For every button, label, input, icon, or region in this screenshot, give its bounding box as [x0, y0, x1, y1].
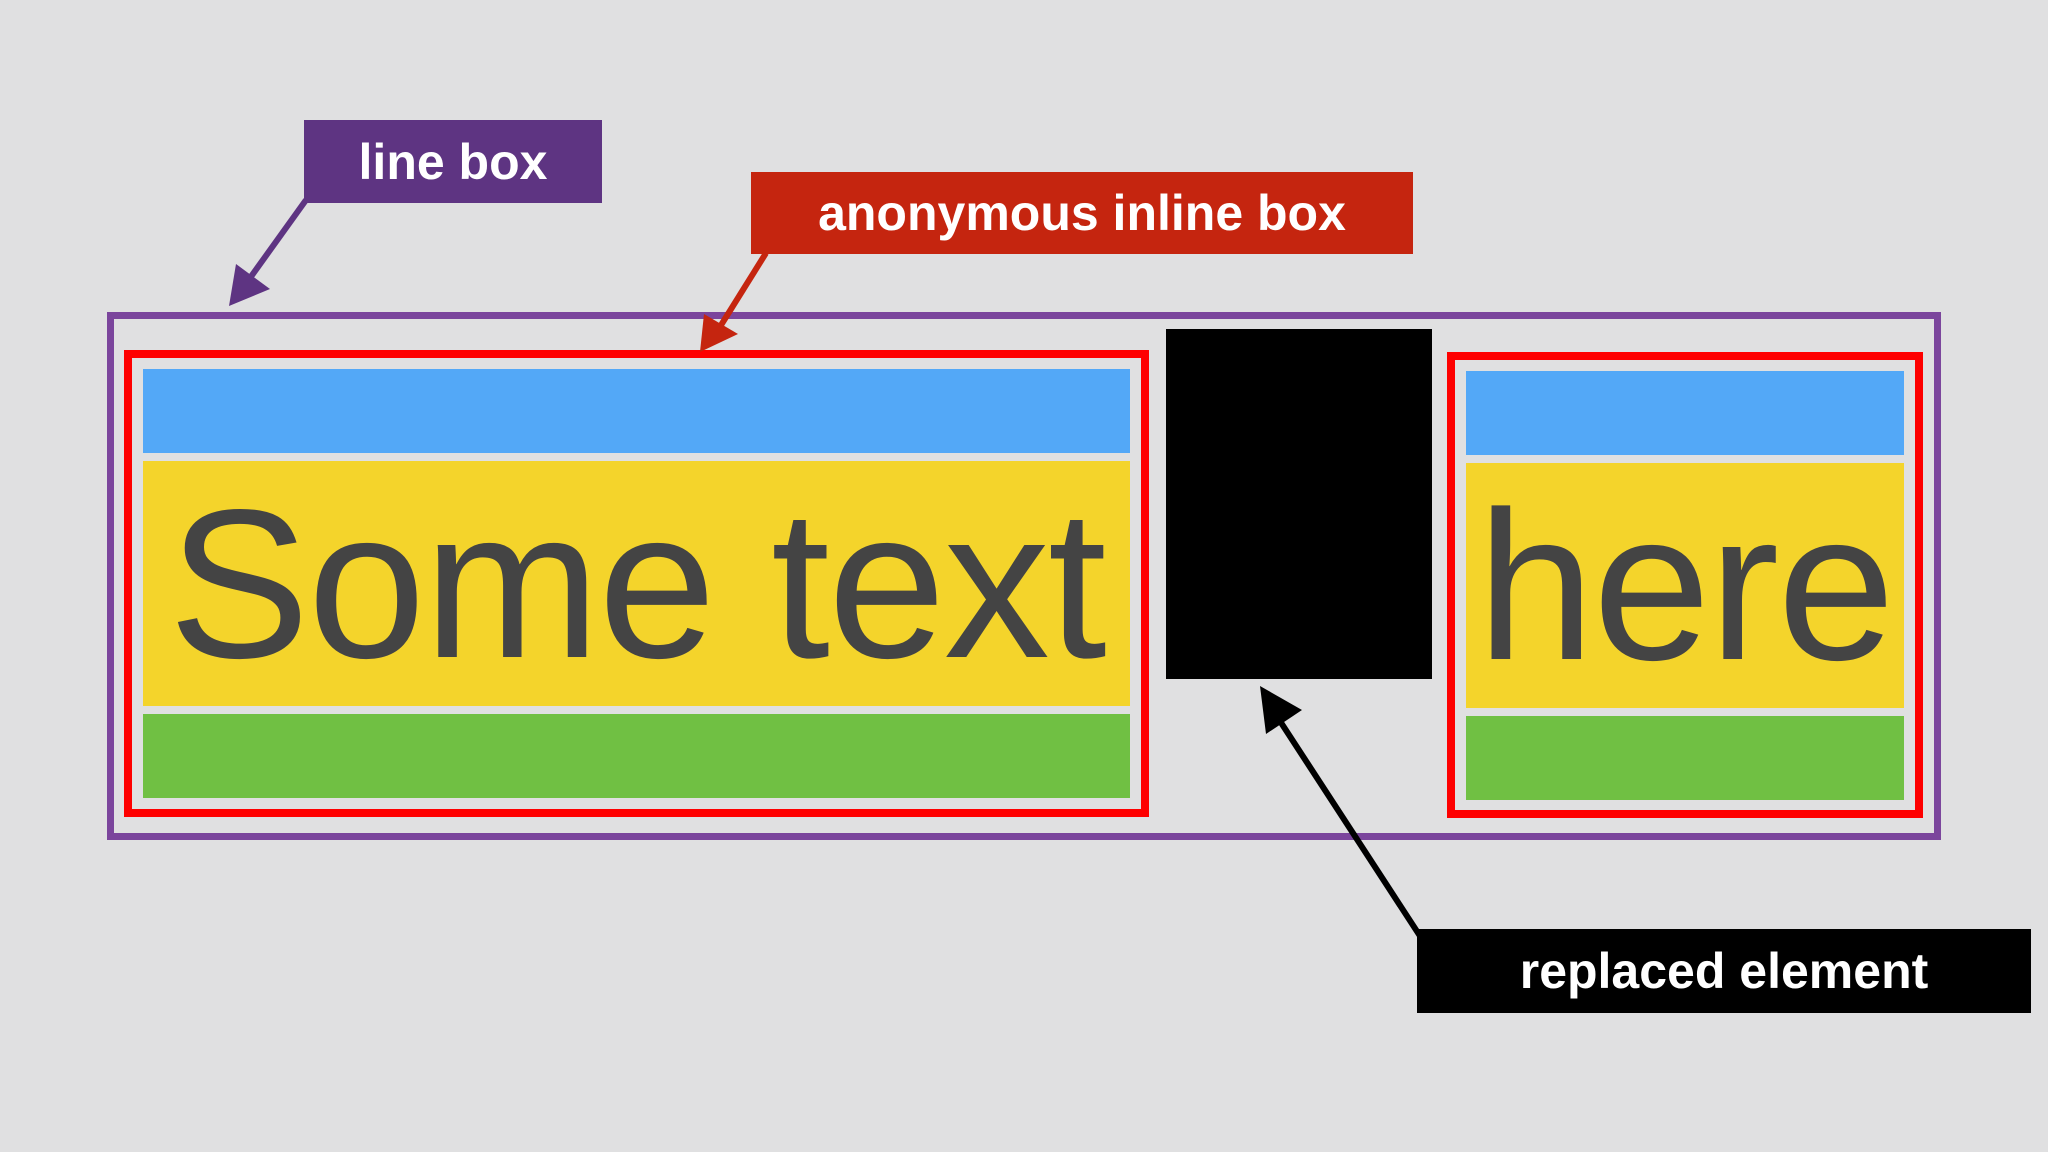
- inline-text-some-text: Some text: [168, 464, 1106, 702]
- anonymous-inline-box-1: Some text: [124, 350, 1149, 817]
- bottom-band: [1466, 716, 1904, 800]
- bottom-band: [143, 714, 1130, 798]
- replaced-element-label: replaced element: [1417, 929, 2031, 1013]
- anonymous-inline-box-label: anonymous inline box: [751, 172, 1413, 254]
- anonymous-inline-box-2: here: [1447, 352, 1923, 818]
- text-band: Some text: [143, 461, 1130, 706]
- top-band: [143, 369, 1130, 453]
- top-band: [1466, 371, 1904, 455]
- inline-text-here: here: [1476, 466, 1895, 704]
- line-box-outline: [107, 312, 1941, 840]
- line-box-arrow: [229, 198, 309, 306]
- line-box-label: line box: [304, 120, 602, 203]
- replaced-element-box: [1166, 329, 1432, 679]
- text-band: here: [1466, 463, 1904, 708]
